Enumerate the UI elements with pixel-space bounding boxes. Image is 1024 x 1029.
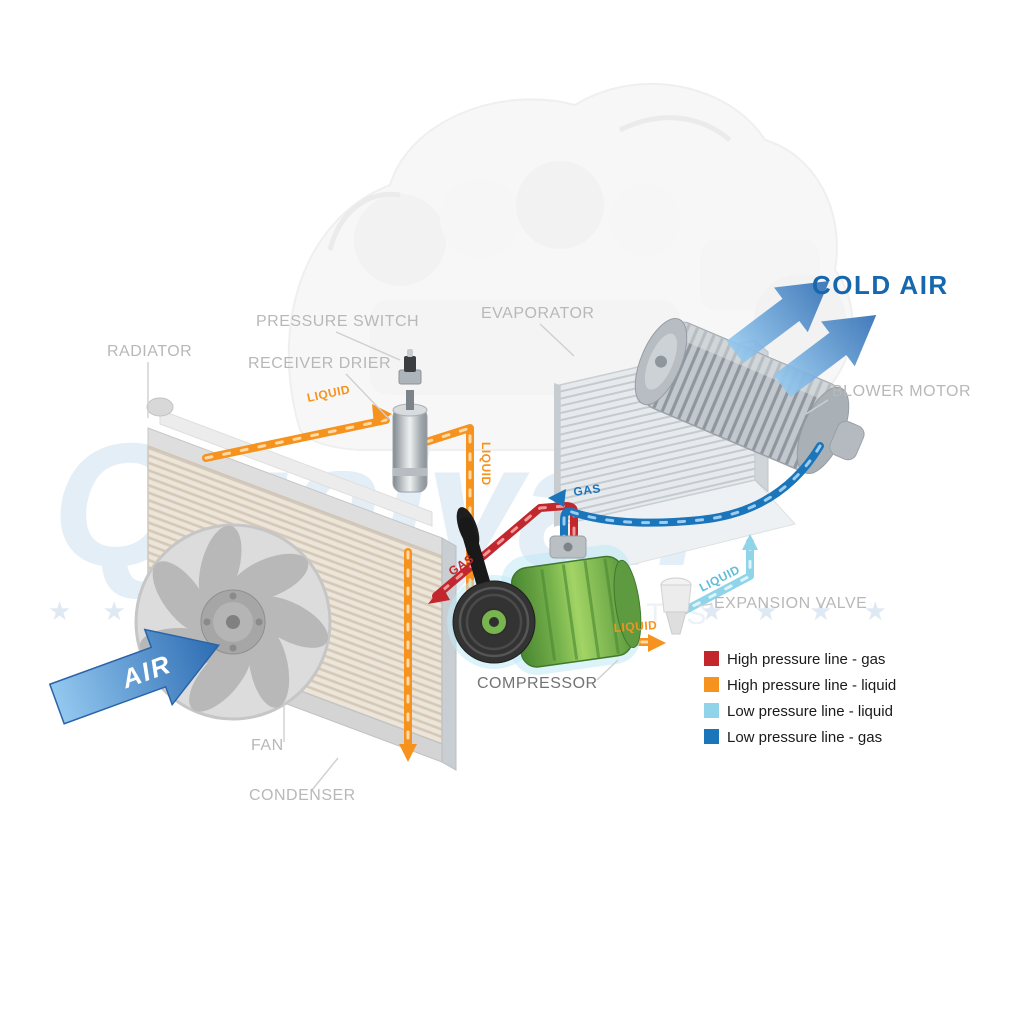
gas-label-low: GAS [572, 481, 601, 499]
legend-item-low-gas: Low pressure line - gas [704, 729, 882, 746]
label-blower-motor: BLOWER MOTOR [832, 383, 971, 400]
legend-item-low-liquid: Low pressure line - liquid [704, 703, 893, 720]
blower-motor-body [829, 420, 865, 461]
legend-label-low-gas: Low pressure line - gas [727, 729, 882, 746]
label-pressure-switch: PRESSURE SWITCH [256, 313, 419, 330]
orange-arrowhead-down [399, 744, 417, 762]
legend-item-high-liquid: High pressure line - liquid [704, 677, 896, 694]
component-labels: RADIATOR PRESSURE SWITCH RECEIVER DRIER … [107, 305, 971, 804]
legend: High pressure line - gas High pressure l… [704, 651, 896, 746]
legend-swatch-low-gas [704, 729, 719, 744]
cold-air-label: COLD AIR [812, 270, 949, 300]
radiator-graphic [146, 397, 433, 527]
cold-air-arrow-1 [726, 280, 830, 364]
cold-air-arrow-2 [773, 314, 877, 398]
label-receiver-drier: RECEIVER DRIER [248, 355, 391, 372]
label-radiator: RADIATOR [107, 343, 192, 360]
legend-swatch-high-gas [704, 651, 719, 666]
legend-swatch-high-liquid [704, 677, 719, 692]
radiator-filler-neck [146, 397, 174, 417]
refrigerant-lines [202, 404, 824, 762]
legend-swatch-low-liquid [704, 703, 719, 718]
liquid-label-expansion: LIQUID [613, 618, 658, 635]
low-pressure-liquid-line [674, 538, 754, 618]
blue-arrowhead [548, 489, 566, 507]
watermark-stars-right: ★ ★ ★ ★ [700, 596, 899, 626]
label-fan: FAN [251, 737, 284, 754]
label-expansion-valve: EXPANSION VALVE [714, 595, 867, 612]
expansion-valve-graphic [660, 577, 692, 635]
label-condenser: CONDENSER [249, 787, 356, 804]
lightblue-arrowhead [742, 534, 758, 550]
legend-label-high-liquid: High pressure line - liquid [727, 677, 896, 694]
orange-arrowhead-valve [648, 634, 666, 652]
legend-label-high-gas: High pressure line - gas [727, 651, 885, 668]
compressor-graphic [447, 507, 642, 675]
leader-lines [147, 323, 829, 791]
label-evaporator: EVAPORATOR [481, 305, 594, 322]
legend-label-low-liquid: Low pressure line - liquid [727, 703, 893, 720]
red-arrowhead [428, 586, 450, 604]
legend-item-high-gas: High pressure line - gas [704, 651, 885, 668]
orange-arrowhead-drier [372, 404, 392, 425]
air-flow-arrow: AIR [48, 628, 220, 725]
low-pressure-gas-line [560, 442, 824, 552]
liquid-label-drier: LIQUID [479, 442, 493, 486]
receiver-drier-graphic [392, 403, 428, 493]
pressure-switch-graphic [398, 349, 422, 410]
label-compressor: COMPRESSOR [477, 675, 598, 692]
cold-air-arrows [726, 280, 877, 398]
